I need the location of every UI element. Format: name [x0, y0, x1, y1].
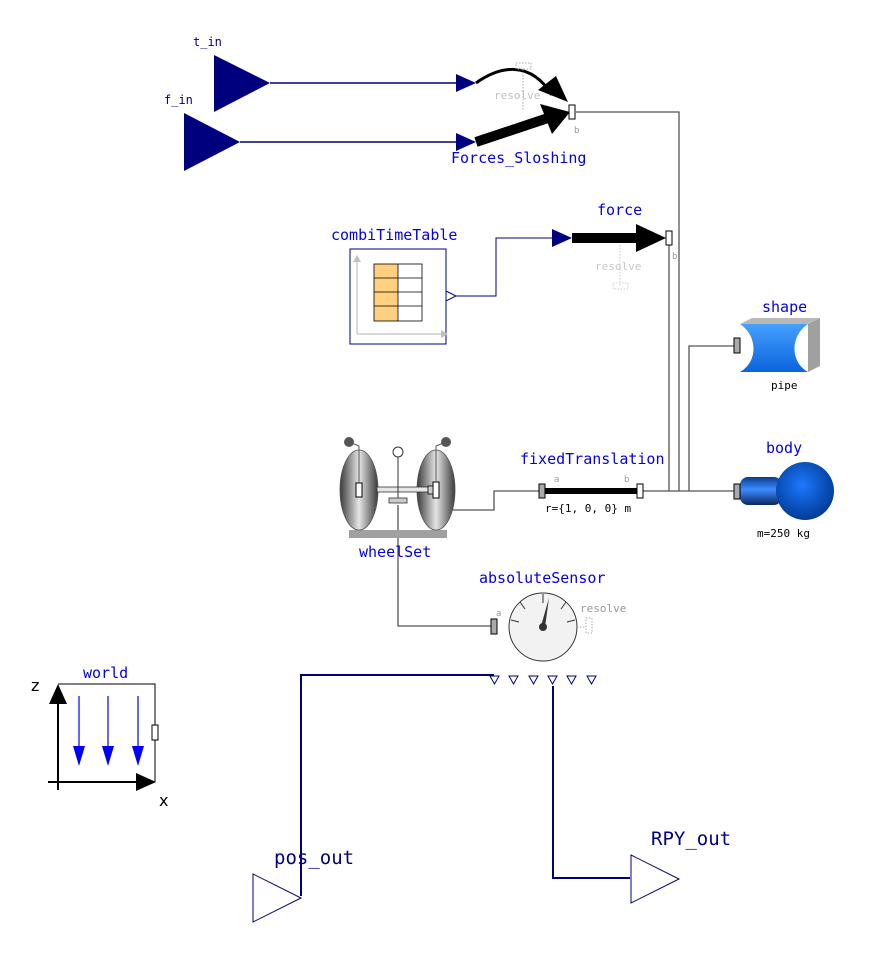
sensor-output-3-icon[interactable]	[528, 675, 539, 686]
fixed-translation-block[interactable]: fixedTranslation a b r={1, 0, 0} m	[520, 450, 665, 515]
gauge-ticks-icon	[510, 594, 576, 623]
wheel-set-top-frame[interactable]	[392, 446, 404, 458]
body-label: body	[766, 439, 802, 457]
connection-lines	[240, 82, 737, 896]
world-label: world	[83, 664, 128, 682]
force-arrow-icon	[540, 104, 570, 134]
forces-sloshing-torque-input-icon[interactable]	[456, 74, 476, 92]
shape-block[interactable]: shape pipe	[733, 298, 820, 392]
t-in-input[interactable]: t_in	[193, 35, 270, 112]
fixed-translation-frame-b[interactable]	[636, 483, 644, 499]
f-in-label: f_in	[164, 93, 193, 107]
force-port-b-label: b	[672, 252, 677, 262]
table-icon	[353, 255, 448, 338]
t-in-label: t_in	[193, 35, 222, 49]
wheel-set-block[interactable]: wheelSet	[339, 437, 456, 561]
body-block[interactable]: body m=250 kg	[733, 439, 834, 540]
force-block[interactable]: force b resolve	[552, 201, 677, 290]
resolve-frame-icon	[515, 62, 532, 110]
sensor-output-6-icon[interactable]	[586, 675, 597, 686]
sensor-output-1-icon[interactable]	[489, 675, 500, 686]
body-sphere-icon	[776, 462, 834, 520]
sensor-output-5-icon[interactable]	[566, 675, 577, 686]
rpy-out-output[interactable]: RPY_out	[630, 828, 731, 904]
fixed-translation-port-a-label: a	[554, 475, 559, 485]
absolute-sensor-frame-a[interactable]	[490, 618, 498, 635]
sensor-resolve-icon	[577, 617, 593, 634]
world-block[interactable]: world z x	[31, 664, 168, 810]
fixed-translation-rod-icon	[543, 488, 639, 494]
forces-sloshing-label: Forces_Sloshing	[451, 149, 586, 167]
combi-time-table-label: combiTimeTable	[331, 226, 457, 244]
fixed-translation-label: fixedTranslation	[520, 450, 665, 468]
sensor-resolve-label: resolve	[580, 602, 626, 615]
gauge-needle-icon	[541, 598, 549, 627]
shape-label: shape	[762, 298, 807, 316]
force-arrow-icon-2	[636, 224, 666, 252]
pipe-icon	[740, 318, 820, 372]
forces-sloshing-frame-b[interactable]	[568, 104, 576, 120]
world-frame-b[interactable]	[151, 724, 159, 741]
pos-out-output[interactable]: pos_out	[252, 847, 354, 923]
shape-type-label: pipe	[771, 379, 798, 392]
sensor-output-4-icon[interactable]	[547, 675, 558, 686]
resolve-label-top: resolve	[494, 89, 540, 102]
force-label: force	[597, 201, 642, 219]
body-frame-a[interactable]	[733, 483, 741, 500]
fixed-translation-frame-a[interactable]	[538, 483, 546, 499]
body-mass-label: m=250 kg	[757, 527, 810, 540]
sensor-output-2-icon[interactable]	[508, 675, 519, 686]
ground-plate-icon	[349, 530, 447, 538]
gravity-arrows-icon	[73, 696, 144, 766]
body-cylinder-icon	[740, 477, 782, 505]
absolute-sensor-label: absoluteSensor	[479, 569, 605, 587]
forces-sloshing-block[interactable]: resolve b Forces_Sloshing	[451, 62, 586, 167]
force-resolve-label: resolve	[595, 260, 641, 273]
f-in-input[interactable]: f_in	[164, 93, 240, 171]
z-axis-label: z	[31, 676, 39, 695]
x-axis-label: x	[159, 791, 168, 810]
rpy-out-triangle-icon[interactable]	[630, 854, 681, 904]
force-input-icon[interactable]	[552, 229, 572, 247]
wheel-set-label: wheelSet	[359, 543, 431, 561]
forces-sloshing-port-b-label: b	[574, 126, 579, 136]
pos-out-triangle-icon[interactable]	[252, 873, 303, 923]
absolute-sensor-block[interactable]: absoluteSensor a resolve	[479, 569, 626, 686]
combi-time-table-output-icon[interactable]	[445, 290, 458, 302]
combi-time-table-block[interactable]: combiTimeTable	[331, 226, 458, 345]
sensor-outputs	[489, 675, 597, 686]
rpy-out-label: RPY_out	[651, 828, 731, 850]
forces-sloshing-force-input-icon[interactable]	[456, 133, 476, 151]
absolute-sensor-port-a-label: a	[496, 609, 501, 619]
shape-frame-a[interactable]	[733, 337, 741, 354]
fixed-translation-r-label: r={1, 0, 0} m	[545, 502, 631, 515]
force-resolve-icon	[612, 245, 629, 290]
pos-out-label: pos_out	[274, 847, 354, 869]
fixed-translation-port-b-label: b	[624, 475, 629, 485]
force-frame-b[interactable]	[665, 230, 673, 246]
